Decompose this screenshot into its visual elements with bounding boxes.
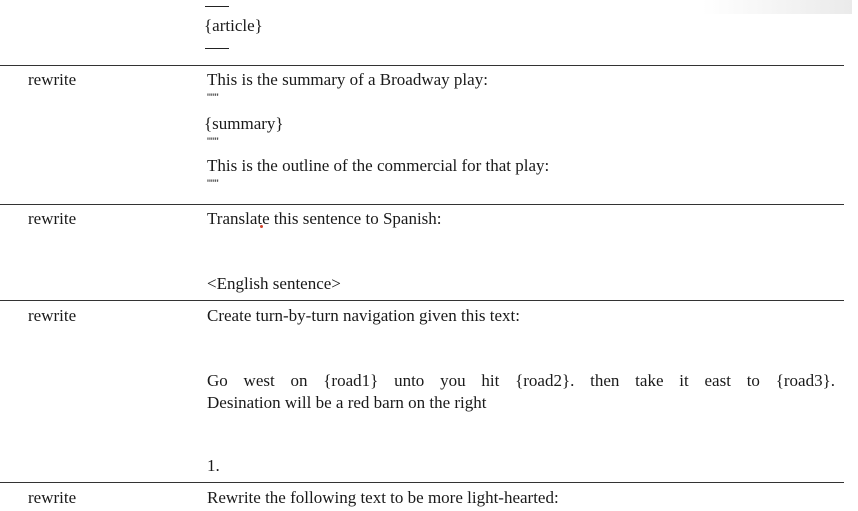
triple-quote: """ [207, 136, 219, 148]
table-rule [0, 482, 844, 483]
table-rule [0, 300, 844, 301]
list-number: 1. [207, 456, 220, 475]
row-prompt-line: Translate this sentence to Spanish: [207, 209, 442, 228]
row-prompt-line: <English sentence> [207, 274, 341, 293]
triple-quote: """ [207, 92, 219, 104]
row-label: rewrite [28, 306, 77, 325]
watermark-logo [702, 0, 852, 14]
table-rule [0, 204, 844, 205]
row-prompt-line: This is the outline of the commercial fo… [207, 156, 550, 175]
row-label: rewrite [28, 488, 77, 507]
dash-bottom [205, 48, 229, 49]
navigation-text-line: Desination will be a red barn on the rig… [207, 393, 487, 412]
row-prompt-line: This is the summary of a Broadway play: [207, 70, 488, 89]
cursor-dot [260, 225, 263, 228]
row-prompt-line: Rewrite the following text to be more li… [207, 488, 559, 507]
navigation-text-line: Go west on {road1} unto you hit {road2}.… [207, 371, 835, 390]
dash-top [205, 6, 229, 7]
row-label: rewrite [28, 70, 77, 89]
row-label: rewrite [28, 209, 77, 228]
article-placeholder: {article} [204, 16, 263, 35]
triple-quote: """ [207, 178, 219, 190]
row-prompt-line: Create turn-by-turn navigation given thi… [207, 306, 521, 325]
summary-placeholder: {summary} [204, 114, 284, 133]
table-rule [0, 65, 844, 66]
